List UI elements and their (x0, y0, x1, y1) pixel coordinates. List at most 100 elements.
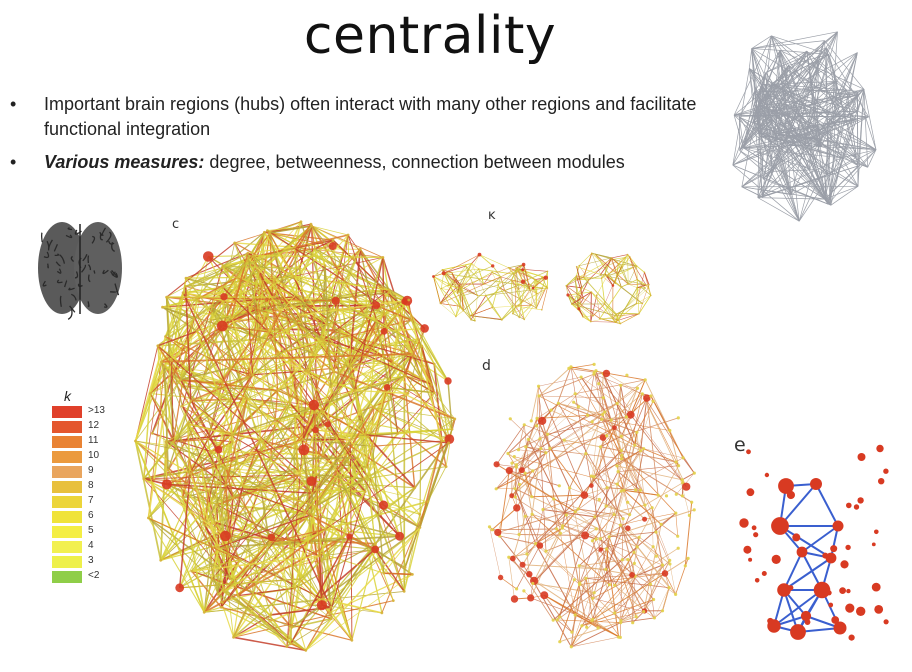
network-node (546, 287, 549, 289)
network-node (257, 270, 261, 274)
network-node (181, 291, 185, 295)
network-edge (591, 291, 616, 323)
network-node (830, 545, 838, 553)
network-node (640, 392, 644, 396)
network-edge (543, 594, 573, 633)
network-edge (325, 442, 449, 530)
network-node (321, 453, 325, 457)
network-edge (166, 242, 236, 298)
network-edge (591, 373, 604, 486)
network-node (227, 552, 231, 556)
network-edge (433, 276, 441, 304)
network-edge (595, 253, 629, 285)
network-edge (363, 466, 447, 480)
network-edge (157, 330, 198, 347)
network-edge (623, 489, 659, 496)
network-edge (518, 269, 523, 290)
hub-node (661, 570, 669, 577)
network-edge (538, 395, 543, 421)
network-node (537, 384, 541, 388)
network-node (579, 302, 582, 305)
network-edge (600, 446, 677, 463)
network-node (485, 294, 487, 297)
network-node (651, 399, 655, 403)
network-node (676, 546, 680, 550)
network-node (616, 315, 618, 317)
network-node (558, 615, 562, 619)
network-edge (549, 435, 607, 449)
network-edge (451, 268, 479, 273)
network-edge (366, 466, 385, 506)
network-node (334, 435, 337, 438)
legend-label: 6 (88, 510, 94, 521)
network-edge (566, 285, 582, 289)
network-node (588, 278, 590, 281)
network-edge (440, 276, 501, 304)
network-edge (508, 267, 514, 275)
network-edge (508, 264, 524, 269)
network-node (610, 257, 613, 259)
network-node (159, 558, 163, 562)
network-edge (321, 410, 421, 515)
network-edge (570, 366, 576, 394)
network-edge (538, 366, 572, 397)
network-edge (633, 537, 640, 553)
network-edge (514, 488, 532, 498)
network-edge (305, 618, 332, 651)
network-node (545, 432, 550, 436)
network-edge (293, 514, 313, 589)
network-edge (202, 439, 304, 471)
network-edge (620, 599, 654, 621)
network-edge (314, 239, 334, 250)
network-edge (274, 390, 279, 420)
network-node (596, 294, 598, 296)
network-node (491, 306, 493, 309)
network-node (391, 361, 395, 365)
network-edge (515, 267, 538, 282)
network-edge (536, 414, 603, 419)
network-edge (499, 535, 523, 566)
network-edge (161, 353, 413, 363)
network-node (577, 564, 581, 568)
network-edge (333, 300, 337, 372)
bullet-list: • Important brain regions (hubs) often i… (10, 92, 710, 183)
network-edge (556, 619, 573, 633)
network-edge (371, 301, 406, 447)
network-edge (500, 276, 506, 291)
network-node (455, 286, 457, 289)
network-edge (623, 432, 638, 491)
network-edge (181, 307, 259, 407)
network-node (573, 510, 577, 514)
network-node (624, 415, 628, 419)
network-edge (636, 287, 638, 304)
network-node (748, 557, 753, 562)
network-node (217, 545, 221, 549)
network-node (831, 616, 840, 624)
network-node (635, 430, 639, 434)
network-edge (165, 441, 168, 485)
network-edge (638, 295, 652, 315)
network-edge (504, 290, 525, 320)
network-node (622, 488, 626, 492)
network-edge (592, 524, 621, 620)
network-edge (483, 283, 501, 289)
network-node (510, 279, 513, 281)
network-edge (567, 291, 592, 296)
network-node (259, 486, 263, 489)
network-edge (182, 490, 209, 499)
network-edge (579, 573, 666, 585)
network-edge (329, 491, 366, 613)
network-edge (443, 265, 466, 274)
network-edge (299, 506, 317, 580)
network-edge (339, 329, 388, 388)
network-node (188, 457, 191, 461)
legend-swatch (52, 406, 82, 418)
network-node (512, 455, 516, 459)
network-node (469, 314, 472, 317)
network-edge (258, 339, 278, 354)
network-node (592, 314, 594, 317)
network-edge (599, 286, 622, 319)
network-node (382, 305, 385, 308)
network-edge (246, 311, 282, 378)
network-edge (173, 438, 208, 443)
